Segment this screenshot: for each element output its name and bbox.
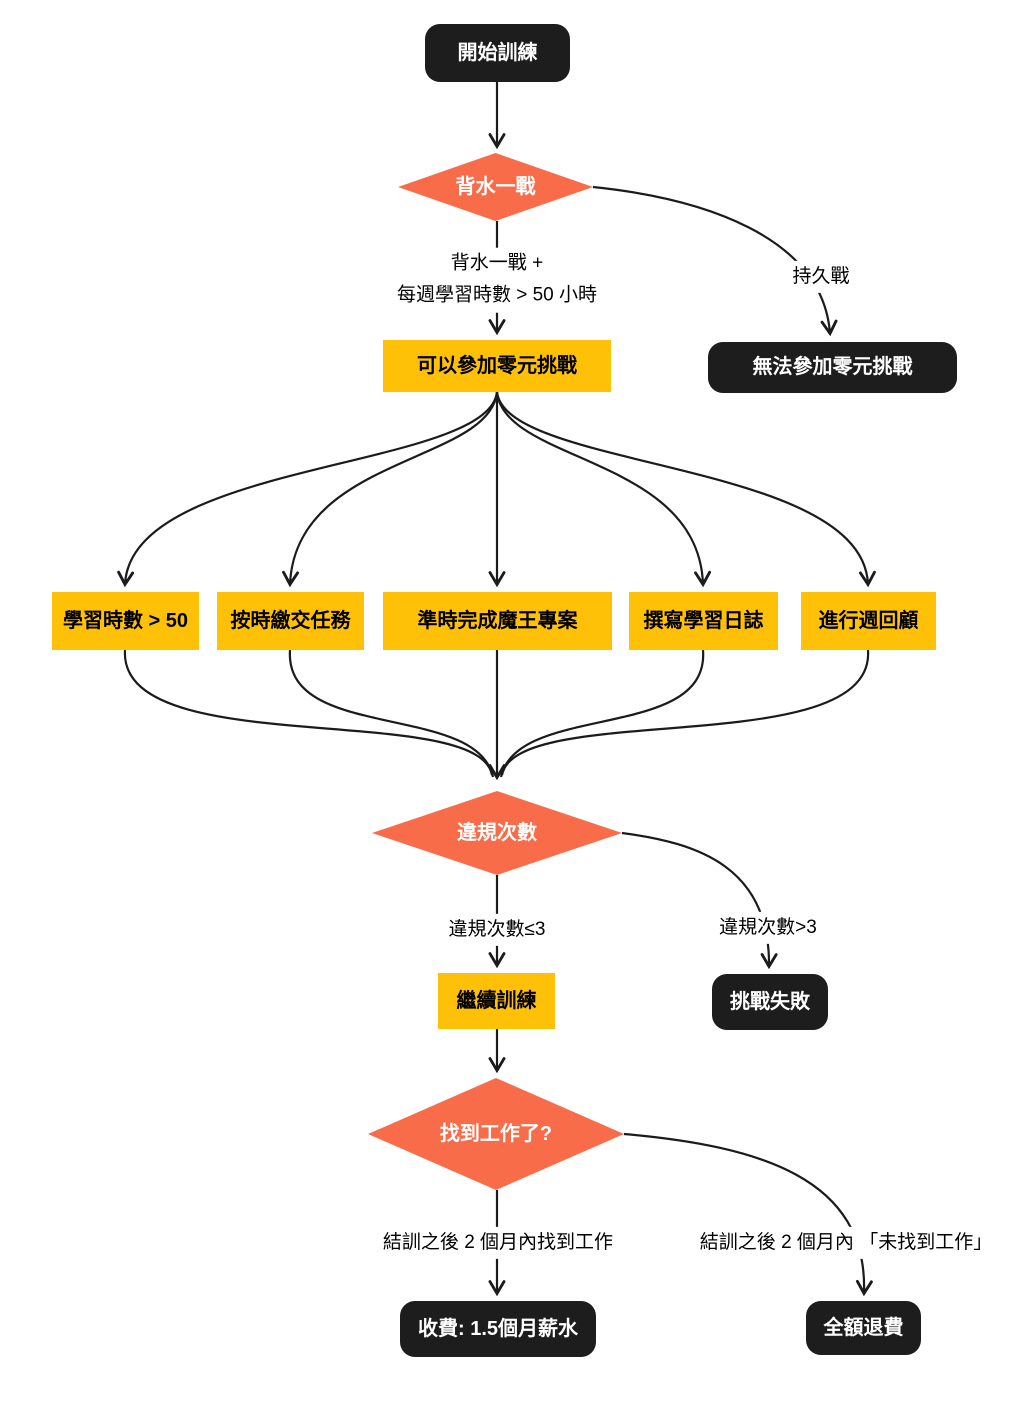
node-refund: 全額退費	[806, 1301, 921, 1355]
edge-tasks-to-violations	[288, 649, 495, 778]
edge-label-strategy-yes: 背水一戰 + 每週學習時數 > 50 小時	[391, 247, 603, 313]
edge-canjoin-to-journal	[495, 391, 712, 588]
node-rule-hours: 學習時數 > 50	[52, 592, 199, 650]
edge-journal-to-violations	[499, 649, 705, 778]
edge-label-strategy-yes-line2: 每週學習時數 > 50 小時	[396, 285, 598, 306]
node-can-join: 可以參加零元挑戰	[383, 340, 611, 392]
edge-canjoin-to-review	[495, 391, 876, 588]
node-fee: 收費: 1.5個月薪水	[400, 1301, 596, 1357]
node-start: 開始訓練	[425, 24, 570, 82]
edge-strategy-to-cannotjoin	[592, 185, 838, 337]
node-continue-training: 繼續訓練	[438, 973, 555, 1029]
edge-label-violations-gt3: 違規次數>3	[714, 911, 822, 945]
edge-canjoin-to-tasks	[282, 391, 499, 588]
node-rule-review: 進行週回顧	[801, 592, 936, 650]
edge-canjoin-to-hours	[117, 391, 499, 588]
node-challenge-failed: 挑戰失敗	[712, 974, 828, 1030]
edge-label-violations-le3: 違規次數≤3	[443, 913, 551, 947]
edge-review-to-violations	[500, 649, 870, 776]
edge-hours-to-violations	[123, 649, 494, 776]
edge-label-job-not-found: 結訓之後 2 個月內 「未找到工作」	[694, 1226, 998, 1260]
node-rule-journal: 撰寫學習日誌	[629, 592, 778, 650]
node-cannot-join: 無法參加零元挑戰	[708, 342, 957, 393]
edge-label-job-found: 結訓之後 2 個月內找到工作	[377, 1226, 619, 1260]
edge-label-strategy-yes-line1: 背水一戰 +	[450, 252, 544, 274]
node-rule-boss: 準時完成魔王專案	[383, 592, 612, 650]
edge-label-strategy-no: 持久戰	[787, 260, 855, 294]
node-rule-tasks: 按時繳交任務	[217, 592, 364, 650]
edge-violations-to-failed	[621, 831, 778, 970]
edge-job-to-refund	[623, 1132, 873, 1297]
